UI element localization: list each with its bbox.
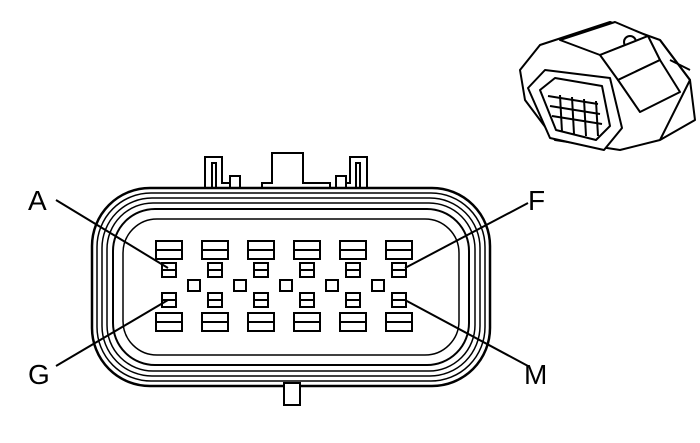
pin-leader-lines bbox=[55, 199, 529, 367]
pin-label-g: G bbox=[28, 359, 50, 390]
cavity-spacer bbox=[325, 279, 339, 292]
cavity-spacer bbox=[371, 279, 385, 292]
cavity-spacer bbox=[279, 279, 293, 292]
pin-label-m: M bbox=[524, 359, 547, 390]
pin-label-f: F bbox=[528, 185, 545, 216]
pin-label-a: A bbox=[28, 185, 47, 216]
connector-bottom-key bbox=[283, 382, 301, 406]
cavity-grid bbox=[155, 240, 413, 332]
cavity-spacer bbox=[187, 279, 201, 292]
connector-latch bbox=[204, 152, 368, 193]
cavity-spacer bbox=[233, 279, 247, 292]
connector-3d-view-icon bbox=[519, 21, 696, 151]
